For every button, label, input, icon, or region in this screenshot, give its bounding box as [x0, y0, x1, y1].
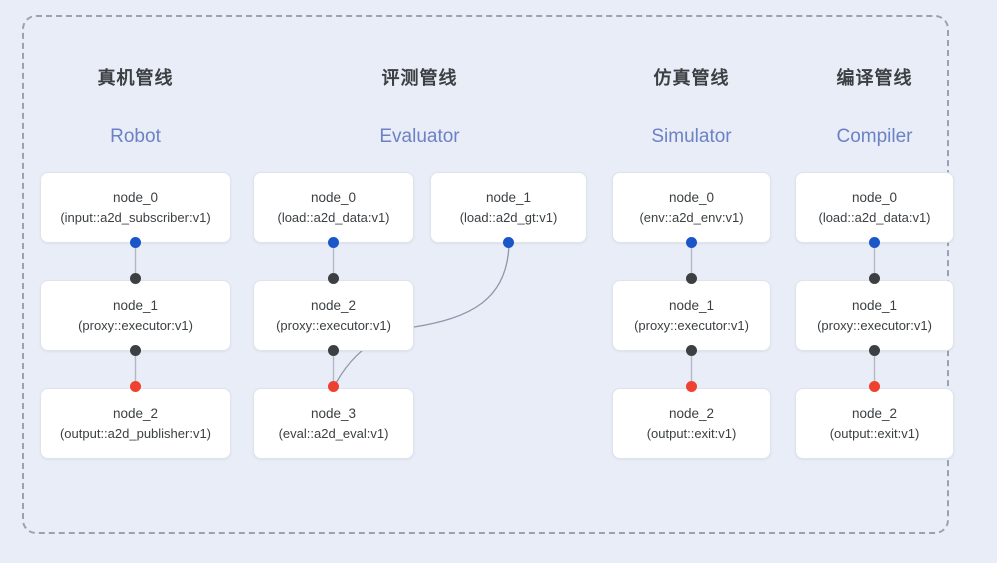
node-robot-0[interactable]: node_0 (input::a2d_subscriber:v1) [40, 172, 231, 243]
node-name: node_0 [668, 189, 715, 205]
node-name: node_1 [485, 189, 532, 205]
node-spec: (load::a2d_gt:v1) [459, 209, 558, 225]
port-output-simulator-0[interactable] [686, 237, 697, 248]
node-name: node_1 [851, 297, 898, 313]
port-input-simulator-1[interactable] [686, 273, 697, 284]
node-name: node_3 [310, 405, 357, 421]
port-output-compiler-1[interactable] [869, 345, 880, 356]
node-name: node_2 [851, 405, 898, 421]
port-output-simulator-1[interactable] [686, 345, 697, 356]
column-title-cn-simulator: 仿真管线 [653, 68, 730, 88]
node-name: node_0 [112, 189, 159, 205]
port-input-robot-2[interactable] [130, 381, 141, 392]
port-output-evaluator-0[interactable] [328, 237, 339, 248]
column-title-en-simulator: Simulator [651, 126, 732, 147]
node-spec: (output::a2d_publisher:v1) [59, 425, 212, 441]
port-input-compiler-1[interactable] [869, 273, 880, 284]
column-title-en-robot: Robot [110, 126, 161, 147]
node-simulator-1[interactable]: node_1 (proxy::executor:v1) [612, 280, 771, 351]
node-spec: (proxy::executor:v1) [634, 317, 749, 333]
pipeline-group-frame [22, 15, 949, 534]
node-robot-2[interactable]: node_2 (output::a2d_publisher:v1) [40, 388, 231, 459]
node-name: node_2 [310, 297, 357, 313]
port-input-evaluator-3[interactable] [328, 381, 339, 392]
node-name: node_2 [668, 405, 715, 421]
node-evaluator-1[interactable]: node_1 (load::a2d_gt:v1) [430, 172, 587, 243]
port-output-robot-1[interactable] [130, 345, 141, 356]
node-name: node_0 [310, 189, 357, 205]
column-title-cn-compiler: 编译管线 [836, 68, 913, 88]
node-evaluator-3[interactable]: node_3 (eval::a2d_eval:v1) [253, 388, 414, 459]
node-compiler-1[interactable]: node_1 (proxy::executor:v1) [795, 280, 954, 351]
node-name: node_1 [668, 297, 715, 313]
edge-gt-to-eval [333, 242, 510, 388]
node-spec: (eval::a2d_eval:v1) [278, 425, 389, 441]
node-compiler-2[interactable]: node_2 (output::exit:v1) [795, 388, 954, 459]
port-input-robot-1[interactable] [130, 273, 141, 284]
node-spec: (load::a2d_data:v1) [277, 209, 390, 225]
node-spec: (input::a2d_subscriber:v1) [60, 209, 211, 225]
port-input-compiler-2[interactable] [869, 381, 880, 392]
node-simulator-0[interactable]: node_0 (env::a2d_env:v1) [612, 172, 771, 243]
node-spec: (env::a2d_env:v1) [639, 209, 744, 225]
port-output-compiler-0[interactable] [869, 237, 880, 248]
node-spec: (load::a2d_data:v1) [818, 209, 931, 225]
node-spec: (proxy::executor:v1) [78, 317, 193, 333]
node-evaluator-0[interactable]: node_0 (load::a2d_data:v1) [253, 172, 414, 243]
column-title-en-evaluator: Evaluator [379, 126, 460, 147]
node-name: node_1 [112, 297, 159, 313]
node-spec: (output::exit:v1) [646, 425, 737, 441]
port-input-evaluator-2[interactable] [328, 273, 339, 284]
column-title-en-compiler: Compiler [836, 126, 913, 147]
column-title-cn-evaluator: 评测管线 [381, 68, 458, 88]
node-spec: (proxy::executor:v1) [817, 317, 932, 333]
column-title-cn-robot: 真机管线 [97, 68, 174, 88]
port-output-evaluator-2[interactable] [328, 345, 339, 356]
node-compiler-0[interactable]: node_0 (load::a2d_data:v1) [795, 172, 954, 243]
node-name: node_2 [112, 405, 159, 421]
node-simulator-2[interactable]: node_2 (output::exit:v1) [612, 388, 771, 459]
node-spec: (proxy::executor:v1) [276, 317, 391, 333]
node-robot-1[interactable]: node_1 (proxy::executor:v1) [40, 280, 231, 351]
port-input-simulator-2[interactable] [686, 381, 697, 392]
port-output-evaluator-1[interactable] [503, 237, 514, 248]
node-name: node_0 [851, 189, 898, 205]
node-evaluator-2[interactable]: node_2 (proxy::executor:v1) [253, 280, 414, 351]
port-output-robot-0[interactable] [130, 237, 141, 248]
node-spec: (output::exit:v1) [829, 425, 920, 441]
